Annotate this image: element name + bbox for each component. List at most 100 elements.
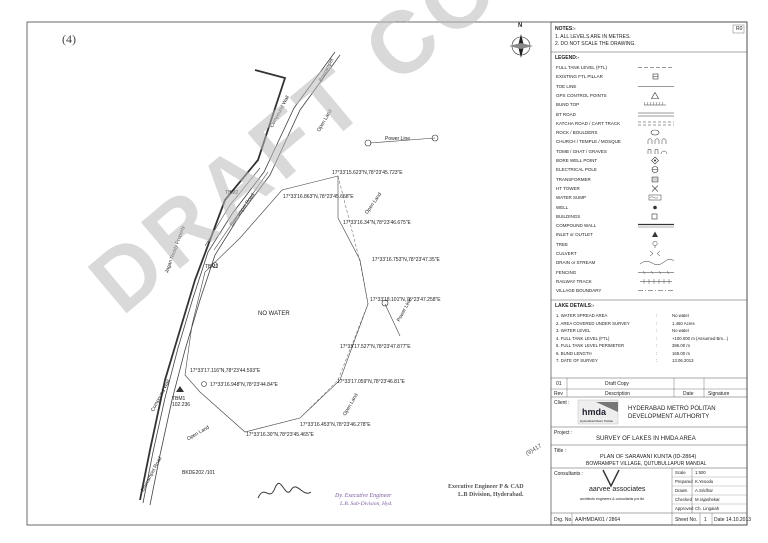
legend-item: VILLAGE BOUNDARY [556, 286, 756, 295]
drawing-no-label: Drg. No. [554, 517, 573, 523]
revision-no: 01 [556, 381, 562, 387]
lake-detail-label: 7. DATE OF SURVEY [556, 358, 598, 363]
client-label: Client : [554, 400, 570, 406]
legend-item: INLET or OUTLET [556, 230, 756, 239]
legend-item: ELECTRICAL POLE [556, 165, 756, 174]
legend-item-label: TREE [556, 241, 569, 247]
rev-header: Rev [554, 391, 563, 397]
hmda-logo-sub: Hyderabad Metro Politan [580, 419, 614, 423]
legend-item: WELL [556, 203, 756, 212]
dot-icon [636, 203, 676, 212]
legend-title: LEGEND:- [555, 55, 580, 61]
tower-x-icon [636, 184, 676, 193]
legend-item: TOE LINE [556, 82, 756, 91]
solid-line-icon [636, 82, 676, 91]
legend-item-label: CHURCH / TEMPLE / MOSQUE [556, 139, 621, 145]
hatched-bund-icon [636, 100, 676, 109]
approval-label: Prepared [675, 479, 693, 484]
sheet-code: R0 [736, 26, 743, 32]
lake-details-title: LAKE DETAILS:- [555, 303, 595, 309]
coord-label: 17°33'16.863"N,78°23'45.658"E [283, 194, 354, 200]
rev-header: Date [683, 391, 694, 397]
rev-header: Description [605, 391, 631, 397]
approval-value: 1:500 [695, 470, 706, 475]
title-line1: PLAN OF SARAVANI KUNTA (ID-2864) [600, 454, 697, 460]
no-water-label: NO WATER [258, 311, 290, 317]
lake-detail-colon: : [656, 358, 658, 363]
tbm2-label: TBM2 [225, 190, 239, 196]
client-name: DEVELOPMENT AUTHORITY [628, 414, 710, 420]
gps-control-point-icon [176, 386, 184, 392]
consultant-name: aarvee associates [589, 486, 646, 493]
legend-item: FENCING [556, 268, 756, 277]
legend-item: RAILWAY TRACK [556, 277, 756, 286]
graves-icon [636, 147, 676, 156]
coord-label: 17°33'17.116"N,78°23'44.593"E [190, 368, 261, 374]
triangle-icon [636, 91, 676, 100]
client-name: HYDERABAD METRO POLITAN [628, 406, 716, 412]
legend-item-label: BORE WELL POINT [556, 158, 598, 163]
coord-label: 17°33'18.101"N,78°23'47.258"E [370, 297, 441, 303]
lake-detail-value: 13.06.2013 [672, 358, 694, 363]
lake-detail-value: No water [672, 328, 690, 333]
bt-road-edge-2 [142, 51, 336, 504]
legend-item-label: TOMB / GHAT / GRAVES [556, 148, 607, 154]
legend-item: TOMB / GHAT / GRAVES [556, 147, 756, 156]
lake-detail-row: 1. WATER SPREAD AREA:No water [556, 312, 756, 319]
legend-item-label: ELECTRICAL POLE [556, 167, 597, 173]
dashed-double-icon [636, 119, 676, 128]
lake-detail-label: 3. WATER LEVEL [556, 328, 591, 333]
dash-line-icon [636, 63, 676, 72]
approval-label: Approved [675, 506, 694, 511]
stamp-right-line2: L.B Division, Hyderabad. [458, 492, 524, 498]
sheet-no-label: Sheet No. [675, 517, 698, 523]
approval-value: K.Yesodu [695, 479, 714, 484]
lake-detail-colon: : [656, 320, 658, 326]
project-name: SURVEY OF LAKES IN HMDA AREA [596, 436, 696, 442]
legend-item-label: BUND TOP [556, 102, 580, 108]
legend-item: ROCK / BOULDERS [556, 128, 756, 137]
bm-value: 102.236 [172, 402, 191, 408]
lake-plan-map [139, 34, 533, 506]
coord-label: 17°33'17.527"N,78°23'47.877"E [340, 344, 411, 350]
north-arrow-icon [509, 34, 533, 58]
lake-detail-label: 4. FULL TANK LEVEL (FTL) [556, 335, 610, 341]
legend-item-label: VILLAGE BOUNDARY [556, 288, 602, 294]
culvert-icon [636, 249, 676, 258]
lake-detail-label: 5. FULL TANK LEVEL PERIMETER [556, 343, 625, 348]
diamond-icon [636, 156, 676, 165]
rail-icon [636, 277, 676, 286]
legend-item: TREE [556, 240, 756, 249]
electric-pole-icon [381, 299, 389, 307]
consultant-sub: architects engineers & consultants pvt.l… [580, 497, 645, 501]
tree-icon [636, 240, 676, 249]
sump-box-icon [636, 193, 676, 202]
legend-item-label: BT ROAD [556, 111, 576, 117]
legend-item-label: FENCING [556, 269, 577, 275]
legend-item-label: HT TOWER [556, 185, 580, 191]
legend-item: HT TOWER [556, 184, 756, 193]
religious-icon [636, 137, 676, 146]
pillar-square-icon [636, 72, 676, 81]
power-line-label: Power Line [385, 136, 411, 142]
legend-item: KATCHA ROAD / CART TRACK [556, 119, 756, 128]
compound-wall-line [139, 69, 287, 501]
coord-label: 17°33'16.948"N,78°23'44.84"E [210, 382, 278, 388]
rev-header: Signature [708, 391, 730, 397]
lake-detail-colon: : [656, 335, 658, 341]
hmda-logo-text: hmda [582, 407, 607, 417]
legend-item: EXISTING FTL PILLAR [556, 72, 756, 81]
dash-dot-icon [636, 286, 676, 295]
legend-item-label: EXISTING FTL PILLAR [556, 74, 603, 80]
coord-label: 17°33'17.059"N,78°23'46.81"E [337, 379, 405, 385]
legend-item-label: BUILDINGS [556, 213, 581, 219]
tbm1-label: TBM1 [205, 264, 219, 270]
fence-icon [636, 268, 676, 277]
legend-item-label: COMPOUND WALL [556, 223, 597, 229]
lake-detail-row: 2. AREA COVERED UNDER SURVEY:1.460 Acres [556, 320, 756, 327]
legend-item-label: INLET or OUTLET [556, 232, 593, 238]
legend-item: TRANSFORMER [556, 175, 756, 184]
project-label: Project : [554, 430, 573, 436]
legend-item: FULL TANK LEVEL (FTL) [556, 63, 756, 72]
legend-item: BT ROAD [556, 110, 756, 119]
